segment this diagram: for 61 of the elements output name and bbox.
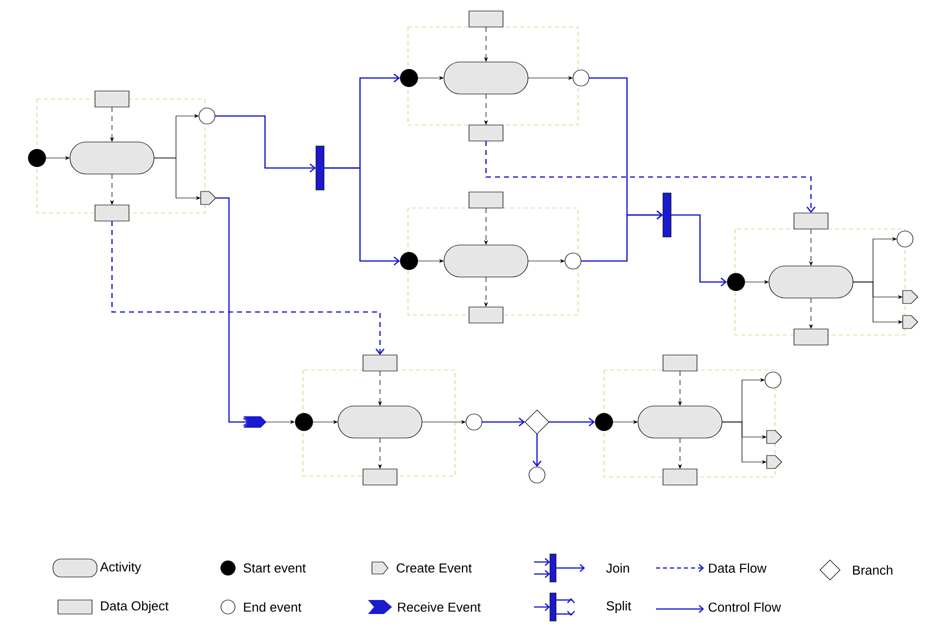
- data-object-box: [662, 354, 698, 372]
- legend-label: Control Flow: [708, 602, 781, 612]
- data-flow-arrow: [111, 221, 385, 355]
- create-event-symbol: [766, 430, 782, 444]
- start-event-dot: [28, 149, 46, 167]
- control-flow-arrow: [581, 210, 664, 262]
- legend-label: Data Object: [101, 600, 169, 614]
- data-object-box: [468, 192, 504, 208]
- end-event-circle: [528, 466, 546, 484]
- activity-box: [768, 266, 854, 298]
- data-object-box: [468, 306, 504, 324]
- data-object-box: [94, 90, 130, 108]
- legend-label: Data Flow: [709, 563, 767, 573]
- create-event-symbol: [902, 290, 918, 304]
- legend-label: Activity: [100, 562, 142, 574]
- data-object-box: [362, 468, 398, 486]
- activity-box: [70, 142, 154, 174]
- sync-bar: [316, 146, 324, 190]
- activity-box: [444, 62, 528, 94]
- start-event-dot: [400, 252, 418, 270]
- legend-label: Split: [606, 600, 632, 614]
- receive-event-symbol: [243, 416, 266, 428]
- data-object-box: [468, 124, 504, 142]
- create-event-symbol: [902, 315, 918, 329]
- activity-box: [444, 244, 528, 278]
- control-flow-arrow: [324, 167, 400, 266]
- create-event-symbol: [766, 455, 782, 469]
- start-event-dot: [595, 413, 613, 431]
- branch-diamond: [524, 410, 550, 434]
- control-flow-arrow: [215, 115, 316, 172]
- start-event-dot: [727, 273, 745, 291]
- data-flow-arrow: [485, 141, 816, 213]
- activity-box: [638, 406, 722, 438]
- control-flow-arrow: [482, 418, 525, 427]
- end-event-circle: [466, 414, 482, 430]
- legend-label: Start event: [244, 563, 306, 573]
- activity-box: [338, 406, 422, 438]
- legend-label: Join: [606, 563, 629, 573]
- control-flow-arrow: [216, 197, 250, 427]
- control-flow-arrow: [671, 214, 728, 287]
- data-object-box: [794, 328, 828, 346]
- data-object-box: [94, 204, 130, 222]
- end-event-circle: [564, 252, 582, 270]
- legend-label: End event: [244, 602, 302, 612]
- start-event-dot: [400, 69, 418, 87]
- end-event-circle: [896, 230, 914, 248]
- end-event-circle: [764, 372, 782, 388]
- legend-label: Branch: [853, 565, 892, 575]
- end-event-circle: [572, 70, 590, 86]
- end-event-circle: [198, 108, 216, 124]
- data-object-box: [362, 354, 398, 372]
- control-flow-arrow: [549, 418, 596, 427]
- control-flow-arrow: [532, 434, 542, 467]
- legend-label: Create Event: [396, 563, 472, 573]
- data-object-box: [468, 10, 504, 28]
- sync-bar: [662, 192, 672, 238]
- data-object-box: [662, 468, 698, 486]
- start-event-dot: [295, 413, 313, 431]
- create-event-symbol: [200, 191, 216, 205]
- legend-label: Receive Event: [398, 602, 481, 612]
- data-object-box: [794, 212, 828, 230]
